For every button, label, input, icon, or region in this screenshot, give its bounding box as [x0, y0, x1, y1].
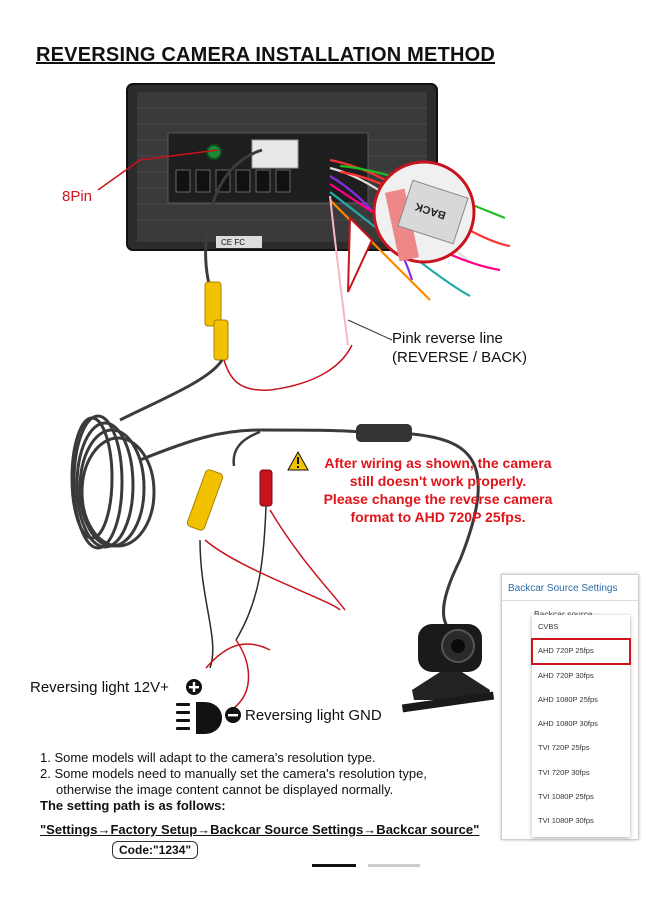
option-tvi-720p-25fps[interactable]: TVI 720P 25fps — [538, 743, 590, 753]
back-wire-callout: BACK — [347, 160, 476, 293]
option-tvi-720p-30fps[interactable]: TVI 720P 30fps — [538, 767, 590, 777]
warning-icon — [287, 450, 309, 471]
warning-message: After wiring as shown, the camera still … — [288, 454, 588, 526]
plus-icon — [186, 679, 202, 695]
warning-line: Please change the reverse camera — [323, 491, 553, 507]
warning-line: format to AHD 720P 25fps. — [350, 509, 526, 525]
rca-plug-top — [204, 281, 222, 327]
power-ground-label: Reversing light GND — [245, 707, 382, 724]
option-tvi-1080p-25fps[interactable]: TVI 1080P 25fps — [538, 792, 594, 802]
code-badge: Code:"1234" — [112, 841, 199, 859]
pink-line-label: Pink reverse line — [392, 330, 503, 347]
pin-label: 8Pin — [62, 188, 93, 205]
backcar-source-list: CVBS AHD 720P 25fps AHD 720P 30fps AHD 1… — [531, 615, 631, 837]
cert-mark: CE FC — [221, 238, 245, 247]
pager-dot-active[interactable] — [312, 864, 356, 867]
pager-dot[interactable] — [368, 864, 420, 867]
power-positive-label: Reversing light 12V+ — [30, 679, 169, 696]
option-ahd-720p-25fps[interactable]: AHD 720P 25fps — [531, 638, 631, 665]
notes-block: 1. Some models will adapt to the camera'… — [40, 750, 500, 814]
option-cvbs[interactable]: CVBS — [538, 622, 559, 631]
page-title: REVERSING CAMERA INSTALLATION METHOD — [36, 44, 496, 66]
option-ahd-1080p-25fps[interactable]: AHD 1080P 25fps — [538, 694, 598, 704]
note-1: 1. Some models will adapt to the camera'… — [40, 750, 376, 765]
pink-line-sub-label: (REVERSE / BACK) — [392, 349, 528, 366]
warning-line: After wiring as shown, the camera — [324, 455, 552, 471]
settings-panel-header: Backcar Source Settings — [502, 575, 638, 601]
settings-path: "Settings→Factory Setup→Backcar Source S… — [40, 822, 480, 837]
rca-plug-camera — [186, 469, 224, 531]
camera-device — [401, 624, 495, 713]
note-2-continued: otherwise the image content cannot be di… — [56, 782, 394, 797]
reversing-light-icon — [176, 702, 222, 734]
warning-line: still doesn't work properly. — [349, 473, 527, 489]
power-connector — [259, 469, 273, 507]
path-intro: The setting path is as follows: — [40, 798, 226, 813]
minus-icon — [225, 707, 241, 723]
option-tvi-1080p-30fps[interactable]: TVI 1080P 30fps — [538, 816, 594, 826]
note-2: 2. Some models need to manually set the … — [40, 766, 427, 781]
option-ahd-720p-30fps[interactable]: AHD 720P 30fps — [538, 670, 594, 680]
option-ahd-1080p-30fps[interactable]: AHD 1080P 30fps — [538, 719, 598, 729]
settings-panel: Backcar Source Settings Backcar source C… — [501, 574, 639, 840]
settings-sub-label: Backcar source — [534, 609, 593, 619]
coiled-cable — [70, 414, 156, 550]
